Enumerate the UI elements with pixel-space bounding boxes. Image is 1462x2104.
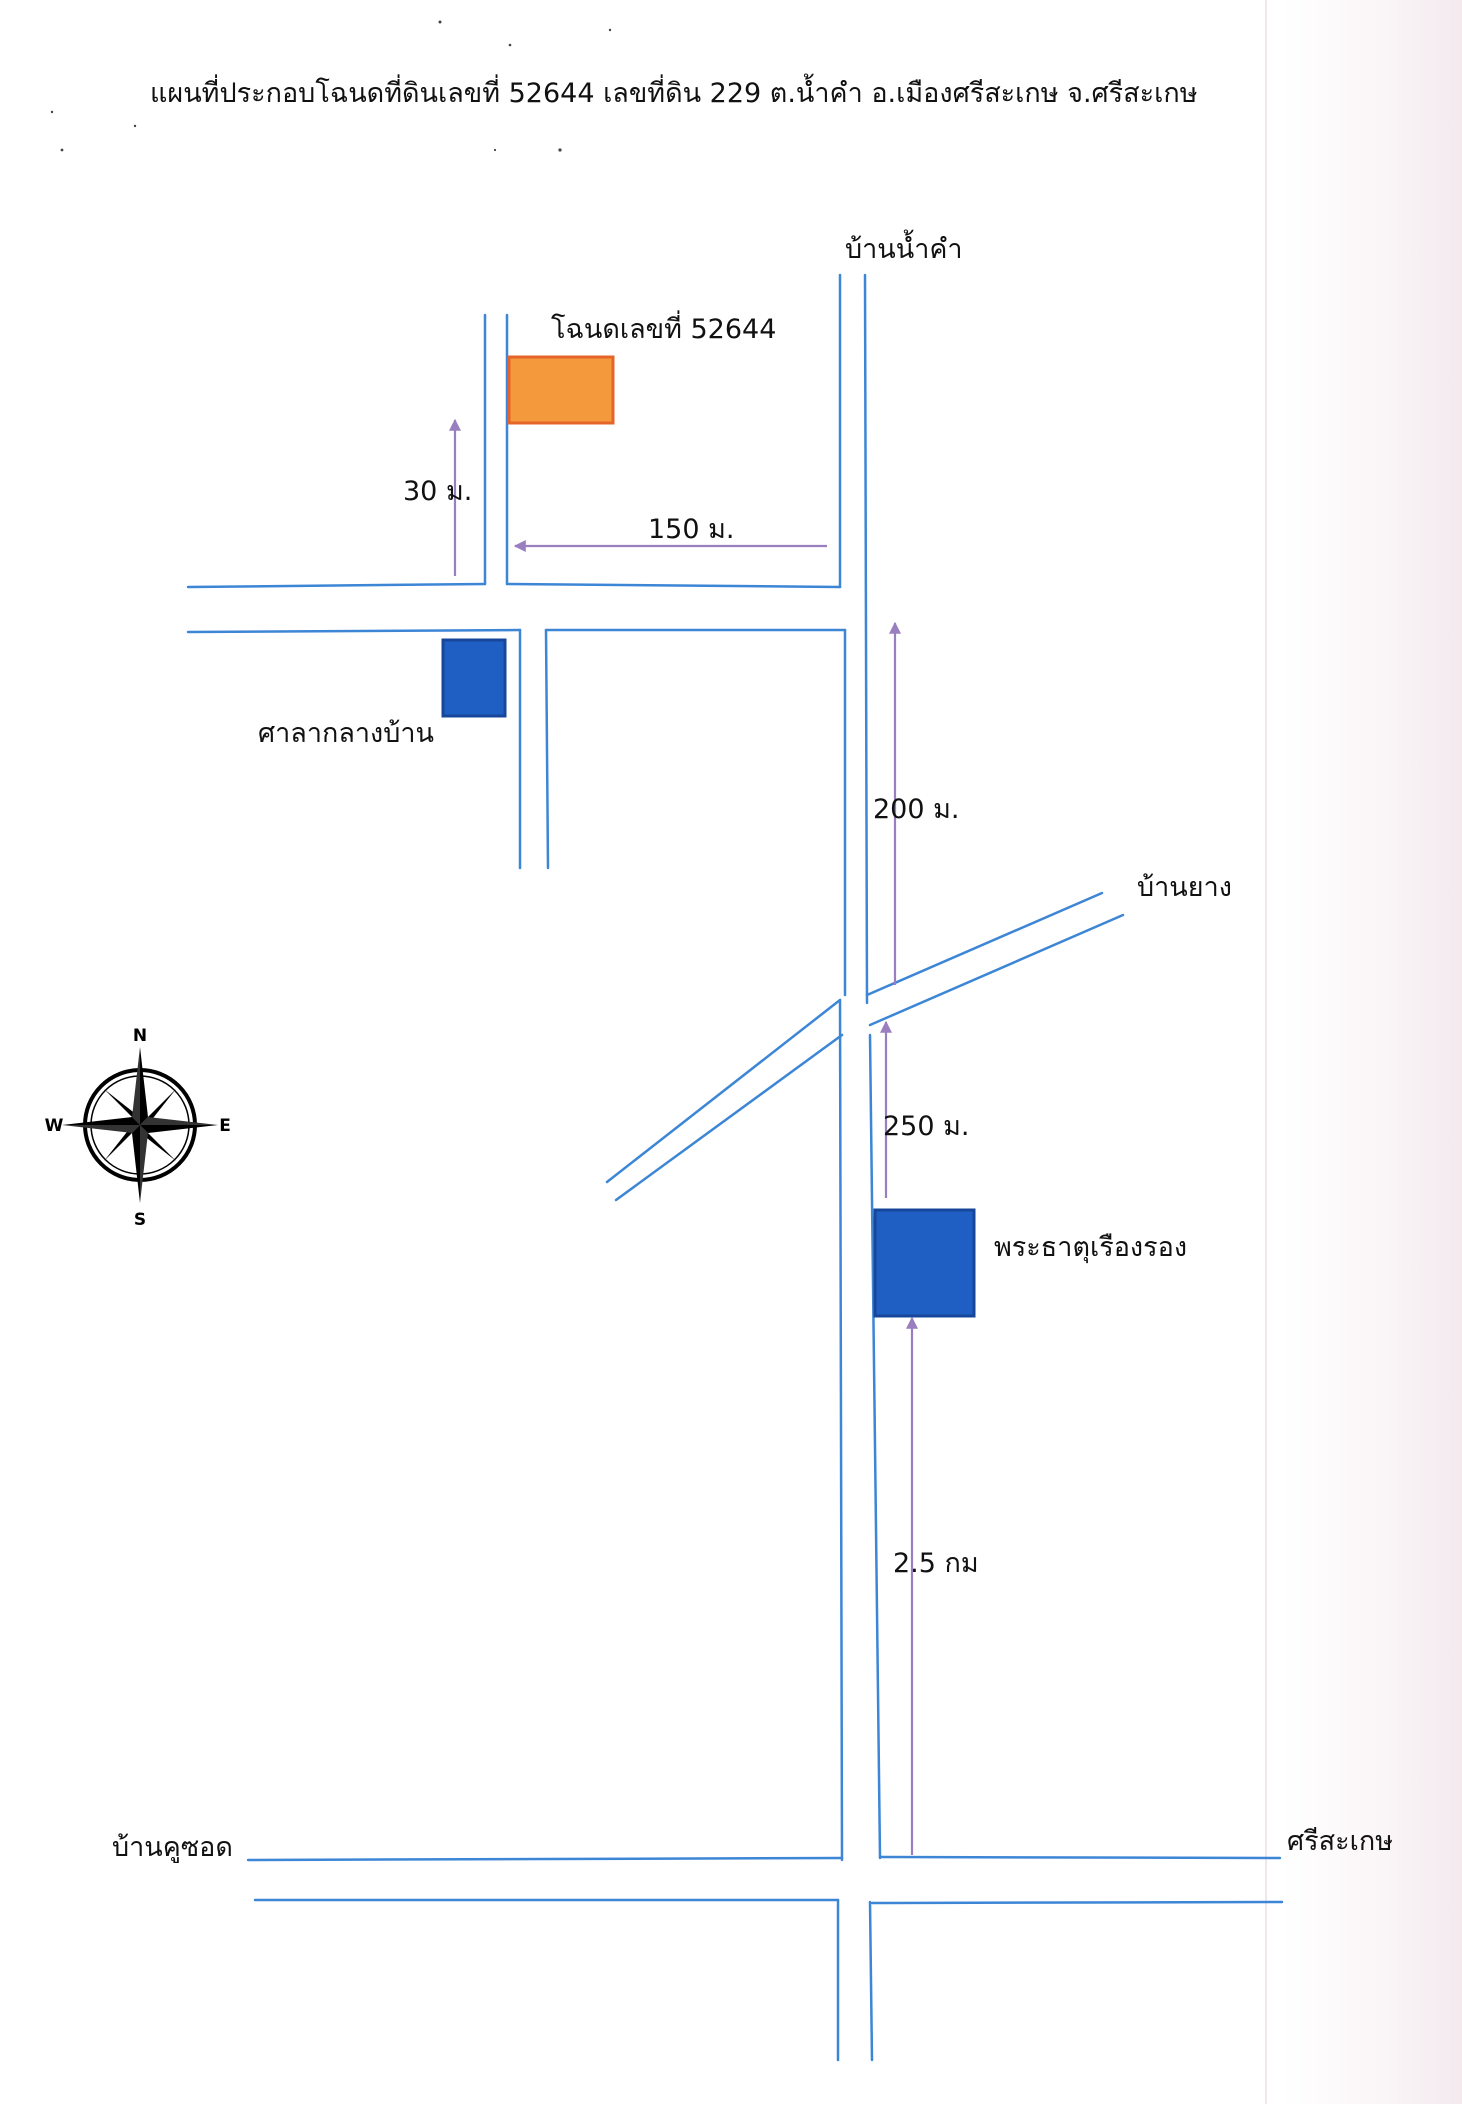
compass-e: E <box>219 1116 231 1136</box>
compass-w: W <box>45 1116 64 1136</box>
label-ban-khu-chot: บ้านคูซอด <box>112 1832 233 1863</box>
main-road-east-edge <box>863 273 882 2062</box>
scan-specks <box>50 20 612 152</box>
deed-plot-marker <box>507 355 615 425</box>
label-deed: โฉนดเลขที่ 52644 <box>551 310 776 345</box>
main-road-west-edge <box>836 273 847 2062</box>
diagonal-road-south-edge <box>614 913 1125 1202</box>
label-30m: 30 ม. <box>403 476 472 507</box>
label-250m: 250 ม. <box>883 1111 970 1142</box>
label-si-sa-ket: ศรีสะเกษ <box>1287 1826 1393 1857</box>
label-ban-yang: บ้านยาง <box>1137 872 1232 903</box>
temple-marker <box>873 1208 976 1318</box>
left-road-west-edge <box>483 313 522 870</box>
north-road-north-edge <box>186 582 842 589</box>
north-road-south-edge <box>186 628 847 634</box>
scan-edge-shade <box>1282 0 1462 2104</box>
roads <box>186 273 1284 2062</box>
label-village-hall: ศาลากลางบ้าน <box>258 718 434 749</box>
label-temple: พระธาตุเรืองรอง <box>994 1232 1187 1264</box>
label-150m: 150 ม. <box>648 514 735 545</box>
south-road-south-edge <box>253 1898 1284 1905</box>
route-arrows <box>449 418 918 1855</box>
compass-s: S <box>134 1210 146 1230</box>
map-title: แผนที่ประกอบโฉนดที่ดินเลขที่ 52644 เลขที… <box>150 73 1198 109</box>
village-hall-marker <box>441 638 507 718</box>
label-2-5km: 2.5 กม <box>893 1548 979 1579</box>
compass-rose-icon: N S E W <box>45 1026 231 1230</box>
south-road-north-edge <box>246 1855 1282 1862</box>
label-200m: 200 ม. <box>873 794 960 825</box>
diagonal-road-north-edge <box>605 891 1104 1184</box>
label-ban-nam-kham: บ้านน้ำคำ <box>845 229 963 265</box>
scan-edge-line <box>1265 0 1267 2104</box>
compass-n: N <box>133 1026 147 1046</box>
left-road-east-edge <box>505 313 550 870</box>
